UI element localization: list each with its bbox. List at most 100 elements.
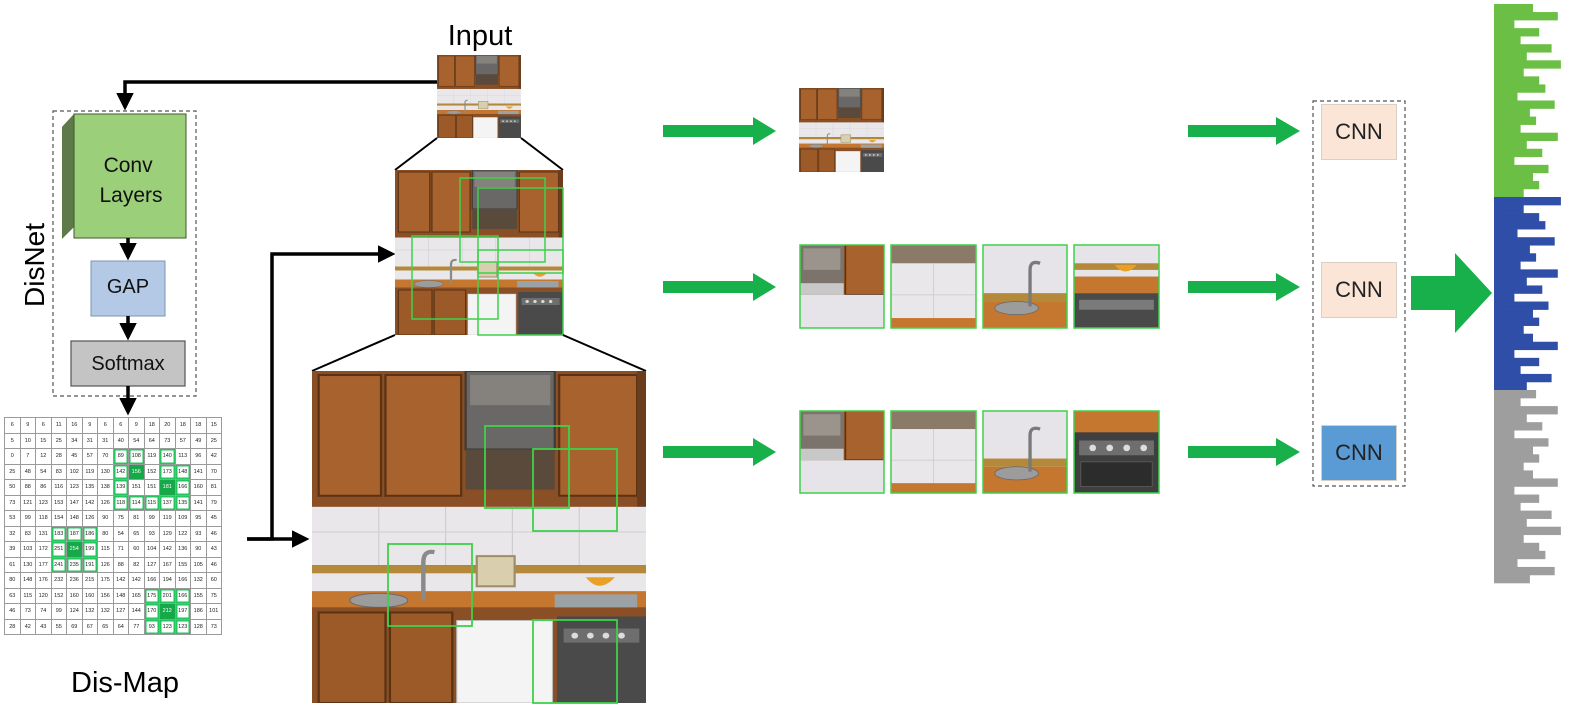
feature-bar	[1494, 84, 1546, 93]
feature-bar-base	[1494, 390, 1502, 583]
dismap-cell: 101	[205, 603, 222, 620]
dismap-cell: 141	[190, 494, 207, 511]
feature-bar	[1494, 205, 1524, 214]
dismap-cell: 142	[128, 572, 145, 589]
dismap-cell: 199	[81, 541, 98, 558]
dismap-cell: 151	[143, 479, 160, 496]
dismap-cell: 64	[143, 432, 160, 449]
feature-bar	[1494, 510, 1552, 519]
feature-bar	[1494, 213, 1540, 222]
dismap-cell: 75	[205, 587, 222, 604]
dismap-cell: 148	[19, 572, 36, 589]
dismap-cell: 104	[143, 541, 160, 558]
dismap-cell: 74	[35, 603, 52, 620]
dismap-cell: 136	[174, 541, 191, 558]
feature-bar	[1494, 36, 1521, 45]
dismap-cell: 80	[97, 525, 114, 542]
dismap-cell: 32	[4, 525, 21, 542]
dismap-cell: 109	[174, 510, 191, 527]
dismap-cell: 28	[4, 618, 21, 635]
cnn-box-3: CNN	[1321, 425, 1397, 481]
dismap-cell: 69	[66, 618, 83, 635]
scale3-image	[312, 371, 646, 704]
dismap-cell: 65	[128, 525, 145, 542]
dismap-cell: 12	[35, 448, 52, 465]
feature-bar	[1494, 237, 1555, 246]
dismap-cell: 241	[50, 556, 67, 573]
feature-bar	[1494, 197, 1561, 206]
dismap-cell: 45	[205, 510, 222, 527]
dismap-cell: 126	[81, 510, 98, 527]
dismap-cell: 186	[190, 603, 207, 620]
dismap-cell: 67	[81, 618, 98, 635]
feature-bar	[1494, 518, 1527, 528]
dismap-cell: 119	[81, 463, 98, 480]
dismap-cell: 28	[50, 448, 67, 465]
dismap-cell: 130	[97, 463, 114, 480]
dismap-cell: 18	[190, 417, 207, 434]
dismap-cell: 173	[159, 463, 176, 480]
dismap-cell: 197	[174, 603, 191, 620]
feature-bar	[1494, 4, 1533, 13]
feature-bar	[1494, 172, 1533, 182]
dismap-cell: 65	[97, 618, 114, 635]
feature-bar	[1494, 478, 1558, 487]
dismap-cell: 31	[97, 432, 114, 449]
dismap-cell: 53	[4, 510, 21, 527]
gap-box	[90, 260, 166, 317]
dismap-cell: 151	[128, 479, 145, 496]
dismap-cell: 135	[81, 479, 98, 496]
feature-bar	[1494, 349, 1515, 359]
feature-bar	[1494, 245, 1530, 254]
dismap-cell: 71	[112, 541, 129, 558]
dismap-cell: 118	[35, 510, 52, 527]
crop-image	[799, 88, 884, 172]
dismap-cell: 148	[66, 510, 83, 527]
dismap-cell: 122	[174, 525, 191, 542]
dismap-cell: 31	[81, 432, 98, 449]
feature-bar	[1494, 28, 1540, 37]
dismap-cell: 34	[66, 432, 83, 449]
feature-bar	[1494, 574, 1530, 584]
feature-bar	[1494, 261, 1521, 270]
feature-bar	[1494, 381, 1527, 391]
dismap-cell: 167	[159, 556, 176, 573]
dismap-cell: 99	[143, 510, 160, 527]
feature-bar	[1494, 414, 1527, 423]
dismap-cell: 144	[128, 603, 145, 620]
dismap-cell: 127	[143, 556, 160, 573]
dismap-cell: 130	[19, 556, 36, 573]
dismap-cell: 138	[97, 479, 114, 496]
dismap-cell: 116	[50, 479, 67, 496]
dismap-cell: 127	[112, 603, 129, 620]
dismap-cell: 186	[81, 525, 98, 542]
dismap-cell: 81	[205, 479, 222, 496]
dismap-cell: 142	[81, 494, 98, 511]
feature-bar	[1494, 229, 1518, 238]
feature-bar	[1494, 92, 1518, 101]
dismap-cell: 155	[190, 587, 207, 604]
dismap-cell: 126	[97, 556, 114, 573]
dismap-cell: 46	[4, 603, 21, 620]
dismap-cell: 175	[97, 572, 114, 589]
dismap-cell: 93	[143, 525, 160, 542]
dismap-cell: 96	[190, 448, 207, 465]
dismap-cell: 93	[143, 618, 160, 635]
dismap-cell: 170	[143, 603, 160, 620]
dismap-cell: 142	[159, 541, 176, 558]
dismap-cell: 166	[174, 587, 191, 604]
feature-bar	[1494, 20, 1515, 29]
dismap-cell: 254	[66, 541, 83, 558]
feature-bar	[1494, 446, 1533, 455]
feature-bar	[1494, 542, 1540, 552]
dismap-cell: 131	[35, 525, 52, 542]
dismap-cell: 83	[19, 525, 36, 542]
feature-bar	[1494, 253, 1537, 262]
dismap-cell: 40	[112, 432, 129, 449]
dismap-cell: 156	[128, 463, 145, 480]
